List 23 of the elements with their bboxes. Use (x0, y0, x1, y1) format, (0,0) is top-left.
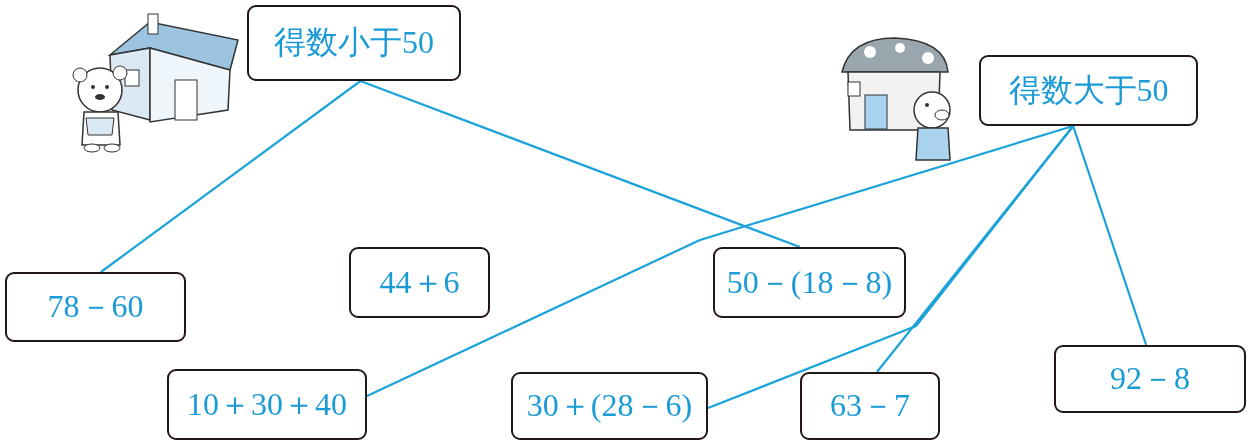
expression-text: 63－7 (830, 386, 910, 425)
expression-box (979, 55, 1198, 126)
connector-line (366, 124, 1074, 397)
expression-box (511, 372, 708, 440)
expression-text: 30＋(28－6) (526, 386, 693, 425)
expression-text: 得数小于50 (274, 23, 434, 62)
connector-line (1072, 125, 1148, 346)
expression-box (349, 247, 490, 318)
expression-box (167, 369, 367, 440)
expression-box (713, 247, 906, 318)
connector-line (100, 80, 362, 273)
expression-text: 50－(18－8) (726, 262, 893, 302)
expression-text: 10＋30＋40 (187, 384, 347, 424)
expression-text: 44＋6 (379, 262, 460, 302)
expression-text: 78－60 (47, 287, 144, 326)
expression-box (5, 272, 186, 342)
expression-box (800, 372, 940, 440)
connector-line (360, 79, 801, 249)
expression-text: 92－8 (1110, 359, 1190, 398)
expression-box (1054, 345, 1246, 413)
connector-line (876, 125, 1075, 373)
expression-text: 得数大于50 (1008, 70, 1169, 110)
expression-box (247, 5, 461, 81)
